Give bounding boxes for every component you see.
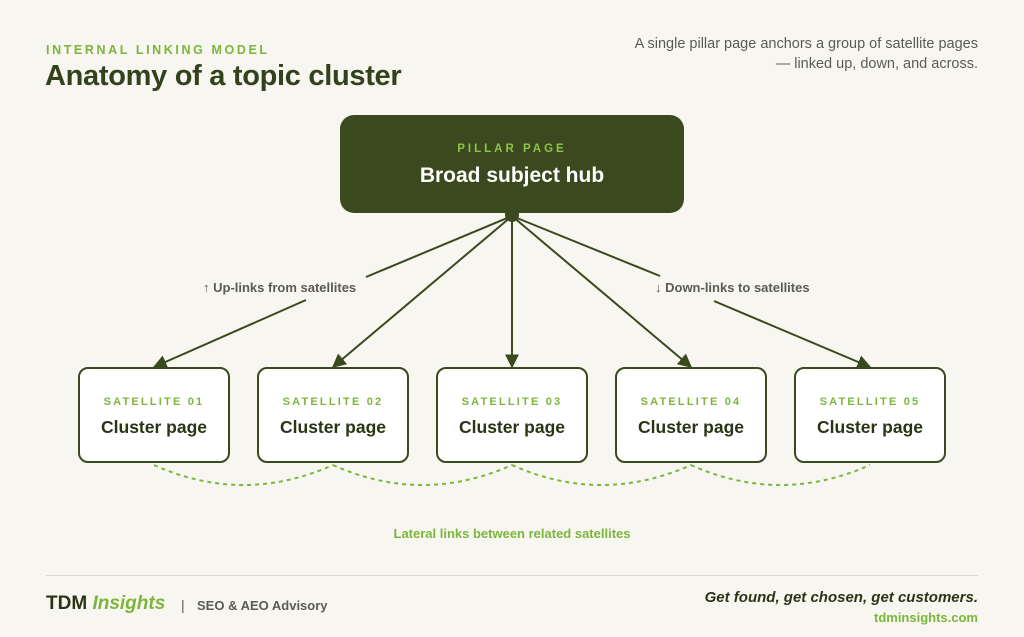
page-subtitle: A single pillar page anchors a group of …: [634, 36, 978, 72]
brand-logo: TDM Insights: [46, 593, 165, 615]
lateral-link-1-2: [153, 464, 334, 486]
satellite-node-05: SATELLITE 05 Cluster page: [794, 367, 946, 463]
lateral-link-4-5: [690, 464, 871, 486]
brand-main: TDM: [46, 593, 88, 614]
satellite-node-01: SATELLITE 01 Cluster page: [78, 367, 230, 463]
website-link[interactable]: tdminsights.com: [873, 610, 978, 625]
satellite-kicker: SATELLITE 02: [282, 396, 384, 408]
pillar-kicker: PILLAR PAGE: [457, 143, 567, 155]
lateral-link-2-3: [332, 464, 513, 486]
satellite-name: Cluster page: [638, 417, 744, 437]
eyebrow-label: INTERNAL LINKING MODEL: [46, 43, 270, 57]
connector-satellite-02: [331, 215, 513, 368]
satellite-kicker: SATELLITE 03: [461, 396, 563, 408]
up-links-annotation: ↑ Up-links from satellites: [203, 280, 357, 295]
satellite-node-03: SATELLITE 03 Cluster page: [436, 367, 588, 463]
satellite-kicker: SATELLITE 05: [819, 396, 921, 408]
satellite-name: Cluster page: [280, 417, 386, 437]
lateral-links-annotation: Lateral links between related satellites: [393, 526, 631, 541]
satellite-kicker: SATELLITE 04: [640, 396, 742, 408]
lateral-link-3-4: [511, 464, 692, 486]
satellite-node-02: SATELLITE 02 Cluster page: [257, 367, 409, 463]
footer-separator: |: [181, 597, 185, 613]
down-links-annotation: ↓ Down-links to satellites: [655, 280, 810, 295]
satellite-name: Cluster page: [459, 417, 565, 437]
footer-divider: [46, 575, 978, 576]
connector-satellite-01: [154, 215, 513, 367]
satellite-kicker: SATELLITE 01: [103, 396, 205, 408]
satellite-name: Cluster page: [101, 417, 207, 437]
connector-satellite-04: [511, 215, 693, 368]
satellite-name: Cluster page: [817, 417, 923, 437]
brand-accent: Insights: [92, 593, 166, 614]
satellite-node-04: SATELLITE 04 Cluster page: [615, 367, 767, 463]
tagline: Get found, get chosen, get customers.: [704, 589, 978, 606]
pillar-name: Broad subject hub: [419, 164, 605, 187]
connector-satellite-05: [511, 215, 870, 367]
page-title: Anatomy of a topic cluster: [45, 60, 402, 92]
pillar-page-node: PILLAR PAGE Broad subject hub: [340, 115, 684, 213]
advisory-label: SEO & AEO Advisory: [197, 598, 328, 613]
